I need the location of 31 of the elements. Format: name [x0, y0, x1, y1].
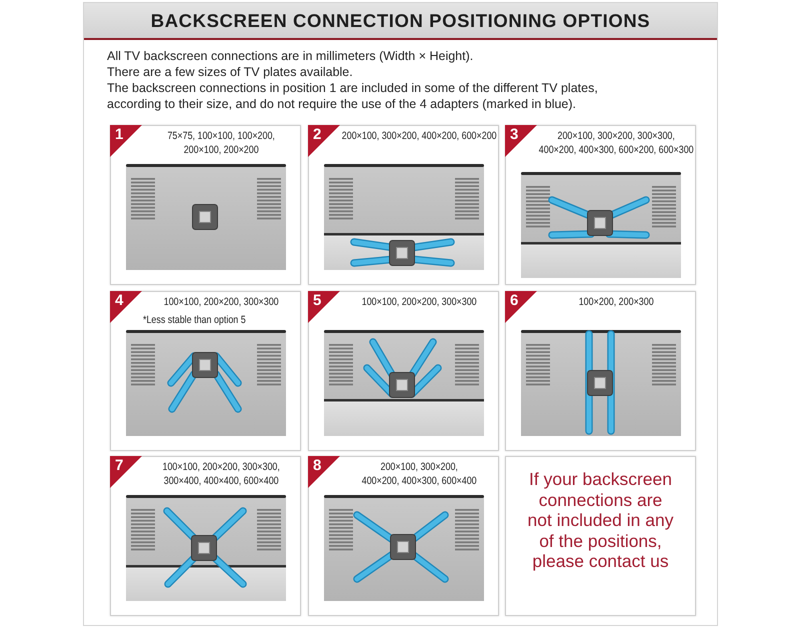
option-panel — [110, 291, 301, 451]
option-panel — [505, 291, 696, 451]
option-panel — [110, 456, 301, 616]
size-list: 200×100, 300×200, 400×200, 600×200 — [341, 130, 498, 144]
size-list: 100×100, 200×200, 300×300 — [143, 296, 300, 310]
number-flag: 3 — [505, 125, 537, 157]
size-list: 75×75, 100×100, 100×200, 200×100, 200×200 — [143, 130, 300, 157]
number-flag: 1 — [110, 125, 142, 157]
option-panel — [308, 456, 499, 616]
option-panel — [308, 125, 499, 285]
number-flag: 7 — [110, 456, 142, 488]
size-list: 100×100, 200×200, 300×300 — [341, 296, 498, 310]
contact-panel — [505, 456, 696, 616]
option-panel — [505, 125, 696, 285]
number-flag: 5 — [308, 291, 340, 323]
size-list: 200×100, 300×200, 400×200, 400×300, 600×400 — [341, 461, 498, 488]
option-panel — [308, 291, 499, 451]
title-banner: BACKSCREEN CONNECTION POSITIONING OPTIONS — [84, 3, 717, 40]
contact-message: If your backscreen connections are not included in any of the positions, please contact us — [526, 469, 674, 572]
size-list: 100×100, 200×200, 300×300, 300×400, 400×400, 600×400 — [143, 461, 300, 488]
size-list: 100×200, 200×300 — [538, 296, 694, 310]
intro-text: All TV backscreen connections are in millimeters (Width × Height). — [107, 49, 474, 64]
note-text: *Less stable than option 5 — [143, 314, 246, 327]
number-flag: 6 — [505, 291, 537, 323]
intro-text: There are a few sizes of TV plates available. — [107, 65, 354, 80]
number-flag: 8 — [308, 456, 340, 488]
size-list: 200×100, 300×200, 300×300, 400×200, 400×300, 600×200, 600×300 — [538, 130, 694, 157]
number-flag: 2 — [308, 125, 340, 157]
number-flag: 4 — [110, 291, 142, 323]
intro-text: The backscreen connections in position 1 are included in some of the different TV plates, according to their size, and do not require the use of the 4 adapters (marked in blue). — [107, 81, 599, 112]
option-panel — [110, 125, 301, 285]
